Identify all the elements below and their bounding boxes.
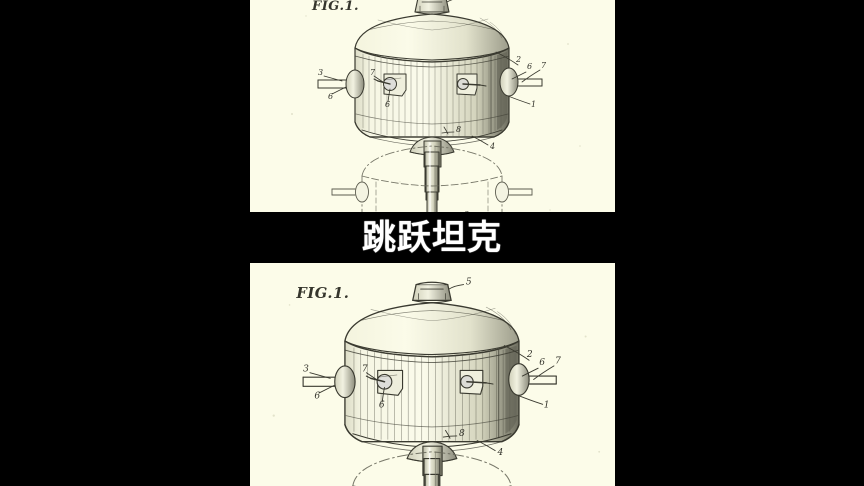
svg-text:4: 4 (489, 142, 495, 151)
svg-text:FIG.1.: FIG.1. (295, 285, 349, 302)
caption-band: 跳跃坦克 (0, 212, 864, 263)
svg-text:6: 6 (527, 62, 532, 71)
svg-text:4: 4 (496, 448, 503, 458)
patent-sheet-upper: 2 1 3 4 5 6 6 7 7 6 8 9 FIG.1. (250, 0, 615, 212)
svg-text:7: 7 (370, 68, 376, 77)
svg-text:2: 2 (526, 350, 533, 360)
patent-drawing-frame-lower: 2 1 3 4 5 6 6 7 7 6 8 9 FIG.1. (250, 263, 615, 486)
svg-text:3: 3 (318, 68, 323, 77)
svg-text:9: 9 (464, 210, 469, 212)
svg-text:5: 5 (466, 278, 472, 288)
svg-text:6: 6 (314, 392, 320, 402)
svg-text:FIG.1.: FIG.1. (311, 0, 359, 14)
caption-text: 跳跃坦克 (362, 217, 502, 258)
svg-text:8: 8 (459, 429, 465, 439)
svg-text:7: 7 (555, 357, 561, 367)
svg-text:2: 2 (515, 55, 521, 64)
svg-text:7: 7 (362, 365, 368, 375)
patent-drawing-frame-upper: 2 1 3 4 5 6 6 7 7 6 8 9 FIG.1. (250, 0, 615, 212)
svg-text:7: 7 (541, 61, 547, 70)
svg-text:6: 6 (379, 401, 385, 411)
patent-sheet-lower: 2 1 3 4 5 6 6 7 7 6 8 9 FIG.1. (250, 271, 615, 486)
svg-text:6: 6 (328, 92, 333, 101)
svg-text:3: 3 (303, 365, 309, 375)
svg-text:1: 1 (544, 401, 550, 411)
svg-text:6: 6 (539, 358, 545, 368)
svg-text:1: 1 (531, 100, 536, 109)
svg-text:6: 6 (385, 100, 390, 109)
svg-text:8: 8 (456, 125, 461, 134)
